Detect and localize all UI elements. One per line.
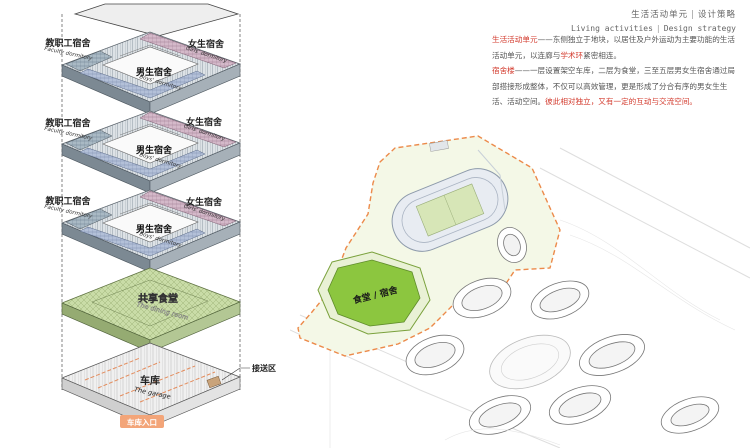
dorm-floor-2: 教职工宿舍 Faculty dormitory 女生宿舍 Girls' dorm… [44, 111, 240, 193]
exploded-axonometric: 教职工宿舍 Faculty dormitory 女生宿舍 Girls' dorm… [0, 0, 300, 448]
garage-floor: 车库 The garage [62, 343, 240, 427]
dining-floor: 共享食堂 The dining room [62, 268, 240, 352]
site-plan: 食堂 / 宿舍 [290, 128, 750, 448]
garage-label-zh: 车库 [140, 374, 160, 387]
description-paragraph-2: 宿舍楼——一层设置架空车库，二层为食堂，三至五层男女生宿舍通过局部搭接形成整体，… [492, 63, 738, 110]
dorm-floor-3: 教职工宿舍 Faculty dormitory 女生宿舍 Girls' dorm… [44, 190, 240, 272]
garage-entrance-label: 车库入口 [127, 417, 157, 427]
garage-entrance-tag: 车库入口 [120, 415, 164, 428]
section-header: 生活活动单元|设计策略 Living activities|Design str… [571, 8, 736, 33]
central-plaza [482, 325, 577, 399]
roof-slab [75, 4, 238, 36]
section-tag: 设计策略 [698, 10, 736, 20]
description: 生活活动单元——东侧独立于地块，以居住及户外运动为主要功能的生活活动单元，以连廊… [492, 32, 738, 110]
description-paragraph-1: 生活活动单元——东侧独立于地块，以居住及户外运动为主要功能的生活活动单元，以连廊… [492, 32, 738, 63]
dropoff-label: 接送区 [252, 363, 276, 373]
section-title: 生活活动单元 [631, 10, 688, 20]
dorm-floor-1: 教职工宿舍 Faculty dormitory 女生宿舍 Girls' dorm… [44, 32, 240, 114]
